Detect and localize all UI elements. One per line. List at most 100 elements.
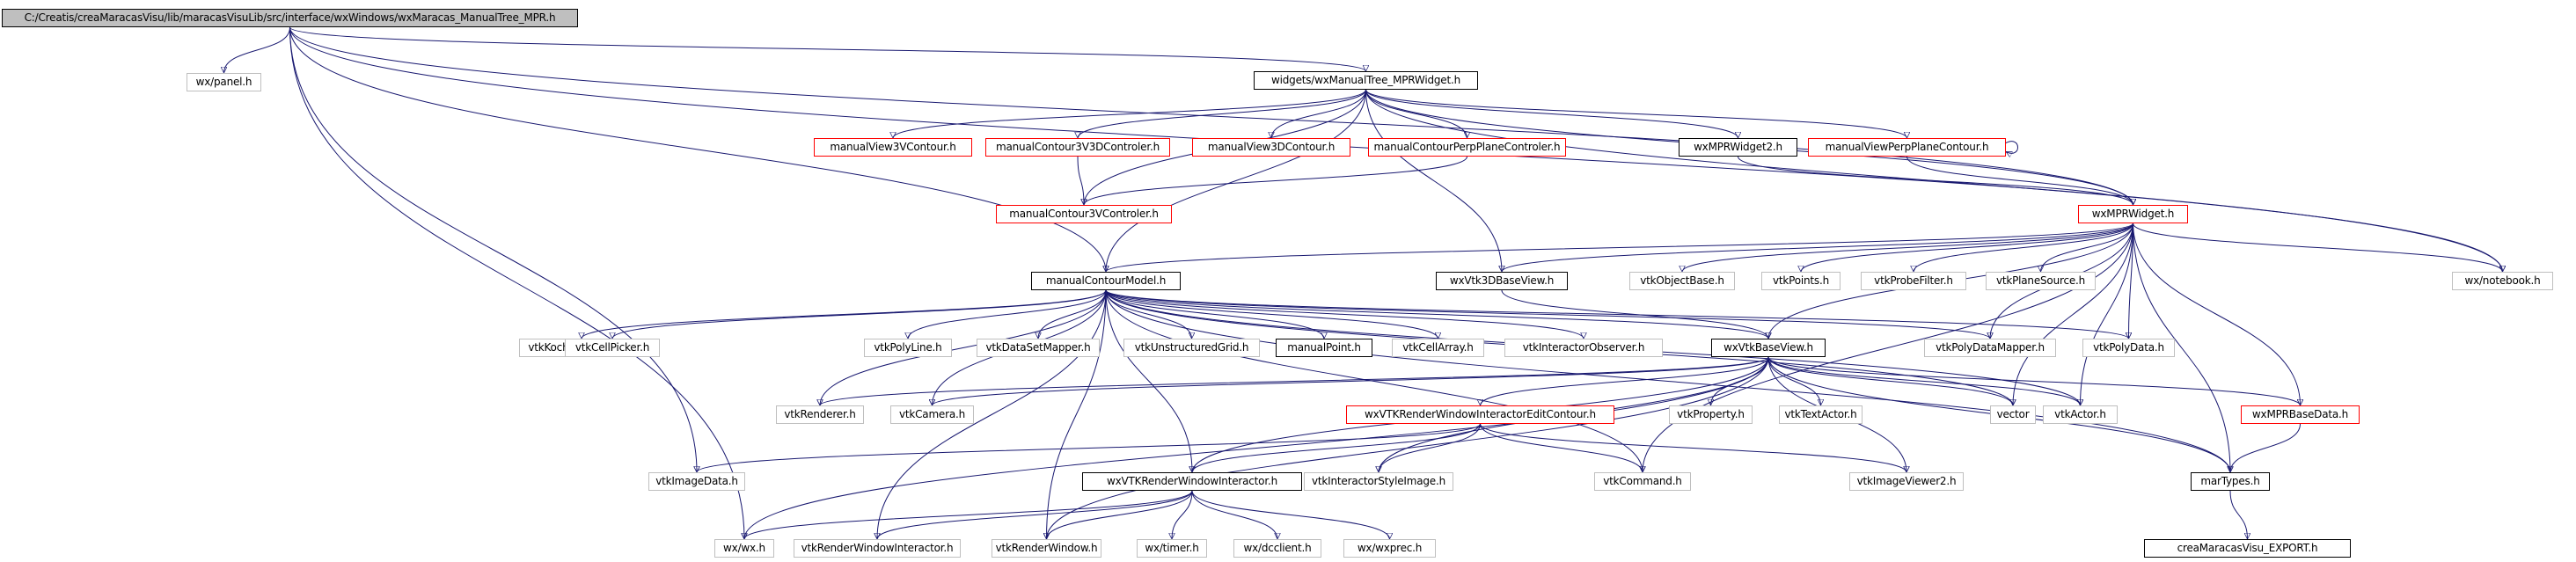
node-mvperp[interactable]: manualViewPerpPlaneContour.h	[1808, 138, 2006, 157]
node-vtkintobs[interactable]: vtkInteractorObserver.h	[1504, 339, 1663, 357]
node-vtkpolyline[interactable]: vtkPolyLine.h	[864, 339, 952, 357]
node-vtkpolydata[interactable]: vtkPolyData.h	[2082, 339, 2175, 357]
edge-wxvtkrwiedit-to-wxvtkrwi	[1192, 423, 1481, 473]
node-mcmodel[interactable]: manualContourModel.h	[1031, 272, 1181, 290]
edge-wxvtkbase-to-wxmprbasedata	[1767, 356, 2301, 406]
edge-wxmpr-to-vtkplanesrc	[2041, 223, 2133, 273]
node-vtkrwi[interactable]: vtkRenderWindowInteractor.h	[794, 539, 961, 558]
edge-wxmprbasedata-to-martypes	[2230, 423, 2301, 473]
edge-wxvtkrwiedit-to-vtkimgviewer2	[1480, 423, 1907, 473]
edge-root-to-vtkimagedata	[289, 26, 698, 472]
node-wxvtk3d[interactable]: wxVtk3DBaseView.h	[1436, 272, 1568, 290]
node-mc3v3dctl[interactable]: manualContour3V3DControler.h	[985, 138, 1170, 157]
edge-mcmodel-to-vtkrwi	[877, 289, 1107, 539]
node-vtkcamera[interactable]: vtkCamera.h	[890, 405, 974, 424]
edge-wxmpr-to-vtkpolydata	[2129, 223, 2133, 339]
edge-wxvtkrwiedit-to-vtkisimage	[1379, 423, 1481, 473]
node-vtkrenderwindow[interactable]: vtkRenderWindow.h	[992, 539, 1101, 558]
edge-wxmpr-to-vtkpoints	[1801, 223, 2133, 273]
node-wxwx[interactable]: wx/wx.h	[714, 539, 774, 558]
edge-wxvtkrwi-to-wxwx	[744, 490, 1193, 540]
edge-wxvtkrwi-to-vtkrenderwindow	[1047, 490, 1193, 540]
node-vtkisimage[interactable]: vtkInteractorStyleImage.h	[1304, 472, 1453, 491]
edge-mvperp-to-mvperp	[2006, 141, 2018, 154]
node-wxnotebook[interactable]: wx/notebook.h	[2452, 272, 2553, 290]
edge-wxvtkrwi-to-wxwxprec	[1191, 490, 1390, 540]
node-wxdcclient[interactable]: wx/dcclient.h	[1233, 539, 1321, 558]
edge-mcmodel-to-wxvtkrwi	[1105, 289, 1192, 472]
edge-mprwidget-tree-to-mv3vcontour	[893, 89, 1366, 139]
edge-martypes-to-creaexport	[2229, 490, 2248, 539]
node-wxvtkrwiedit[interactable]: wxVTKRenderWindowInteractorEditContour.h	[1346, 405, 1614, 424]
node-vtkimagedata[interactable]: vtkImageData.h	[648, 472, 745, 491]
node-vtkpdmapper[interactable]: vtkPolyDataMapper.h	[1924, 339, 2056, 357]
edge-wxvtkbase-to-vtkrenderer	[820, 356, 1769, 406]
edge-mprwidget-tree-to-wxmpr2	[1365, 89, 1738, 139]
node-vtkcellpicker[interactable]: vtkCellPicker.h	[565, 339, 660, 357]
node-manualpoint[interactable]: manualPoint.h	[1276, 339, 1372, 357]
edge-mcmodel-to-vtkintobs	[1105, 289, 1584, 339]
node-vtkugrid[interactable]: vtkUnstructuredGrid.h	[1123, 339, 1260, 357]
node-vtkimgviewer2[interactable]: vtkImageViewer2.h	[1849, 472, 1964, 491]
node-vtkobjbase[interactable]: vtkObjectBase.h	[1629, 272, 1735, 290]
node-vtkplanesrc[interactable]: vtkPlaneSource.h	[1986, 272, 2096, 290]
edge-mprwidget-tree-to-mcperpctl	[1365, 89, 1467, 139]
edge-mc3v3dctl-to-mc3vctl	[1077, 156, 1084, 205]
edge-mcmodel-to-vtkpdmapper	[1105, 289, 1990, 339]
edge-wxvtkrwiedit-to-vtkcommand	[1480, 423, 1643, 473]
edge-wxvtkbase-to-vtkactor	[1767, 356, 2081, 406]
edge-mcperpctl-to-mc3vctl	[1084, 156, 1467, 206]
node-vtkprobe[interactable]: vtkProbeFilter.h	[1861, 272, 1966, 290]
node-wxvtkrwi[interactable]: wxVTKRenderWindowInteractor.h	[1082, 472, 1302, 491]
edge-mcmodel-to-wxvtkbase	[1105, 289, 1768, 339]
edge-wxvtkbase-to-wxwx	[744, 356, 1769, 539]
node-vtkcommand[interactable]: vtkCommand.h	[1594, 472, 1691, 491]
edge-mprwidget-tree-to-mc3v3dctl	[1078, 89, 1366, 139]
edge-wxvtkbase-to-vtkrenderwindow	[1047, 356, 1769, 539]
node-mcperpctl[interactable]: manualContourPerpPlaneControler.h	[1368, 138, 1566, 157]
edge-wxvtkrwi-to-wxtimer	[1172, 490, 1193, 539]
edge-root-to-wxmpr	[289, 26, 2133, 205]
edge-wxmpr-to-wxmprbasedata	[2133, 223, 2301, 405]
edge-mprwidget-tree-to-mvperp	[1365, 89, 1907, 139]
node-vtkdsmapper[interactable]: vtkDataSetMapper.h	[977, 339, 1100, 357]
edge-wxvtkrwi-to-wxdcclient	[1191, 490, 1277, 540]
edge-wxvtkbase-to-vtkcamera	[933, 356, 1769, 406]
edge-root-to-mprwidget-tree	[289, 26, 1366, 72]
edge-wxvtkbase-to-vtktextactor	[1767, 356, 1821, 405]
edge-wxmpr-to-vtkobjbase	[1682, 223, 2133, 273]
node-wxmprbasedata[interactable]: wxMPRBaseData.h	[2241, 405, 2360, 424]
edge-mcmodel-to-vtkkochanek	[582, 289, 1107, 339]
node-mc3vctl[interactable]: manualContour3VControler.h	[996, 205, 1172, 223]
edge-mcmodel-to-vtkpolydata	[1105, 289, 2129, 339]
node-vtkcellarray[interactable]: vtkCellArray.h	[1392, 339, 1484, 357]
node-wxmpr[interactable]: wxMPRWidget.h	[2078, 205, 2188, 223]
node-wxmpr2[interactable]: wxMPRWidget2.h	[1679, 138, 1797, 157]
node-mv3dcontour[interactable]: manualView3DContour.h	[1192, 138, 1350, 157]
edge-mprwidget-tree-to-wxvtk3d	[1365, 89, 1503, 272]
edge-wxmpr-to-vtkactor	[2081, 223, 2133, 405]
node-wxvtkbase[interactable]: wxVtkBaseView.h	[1711, 339, 1826, 357]
edge-wxmpr-to-vector	[2013, 223, 2133, 405]
node-vtkpoints[interactable]: vtkPoints.h	[1761, 272, 1841, 290]
edge-wxmpr-to-mcmodel	[1106, 223, 2133, 273]
node-martypes[interactable]: marTypes.h	[2191, 472, 2270, 491]
node-mprwidget-tree[interactable]: widgets/wxManualTree_MPRWidget.h	[1254, 71, 1478, 90]
edge-wxmpr-to-wxnotebook	[2133, 223, 2503, 273]
node-vector[interactable]: vector	[1990, 405, 2036, 424]
node-root[interactable]: C:/Creatis/creaMaracasVisu/lib/maracasVi…	[2, 9, 578, 27]
node-wxtimer[interactable]: wx/timer.h	[1137, 539, 1207, 558]
node-vtkproperty[interactable]: vtkProperty.h	[1669, 405, 1753, 424]
edge-root-to-wxpanel	[224, 26, 290, 74]
node-vtkactor[interactable]: vtkActor.h	[2043, 405, 2118, 424]
node-wxwxprec[interactable]: wx/wxprec.h	[1343, 539, 1436, 558]
node-wxpanel[interactable]: wx/panel.h	[187, 73, 261, 91]
edge-wxvtkbase-to-vector	[1767, 356, 2013, 406]
edge-wxvtkrwiedit-to-vtkimagedata	[697, 423, 1481, 473]
node-vtktextactor[interactable]: vtkTextActor.h	[1779, 405, 1862, 424]
node-mv3vcontour[interactable]: manualView3VContour.h	[814, 138, 972, 157]
node-vtkrenderer[interactable]: vtkRenderer.h	[776, 405, 864, 424]
edge-mcmodel-to-martypes	[1105, 289, 2230, 472]
node-creaexport[interactable]: creaMaracasVisu_EXPORT.h	[2144, 539, 2351, 558]
